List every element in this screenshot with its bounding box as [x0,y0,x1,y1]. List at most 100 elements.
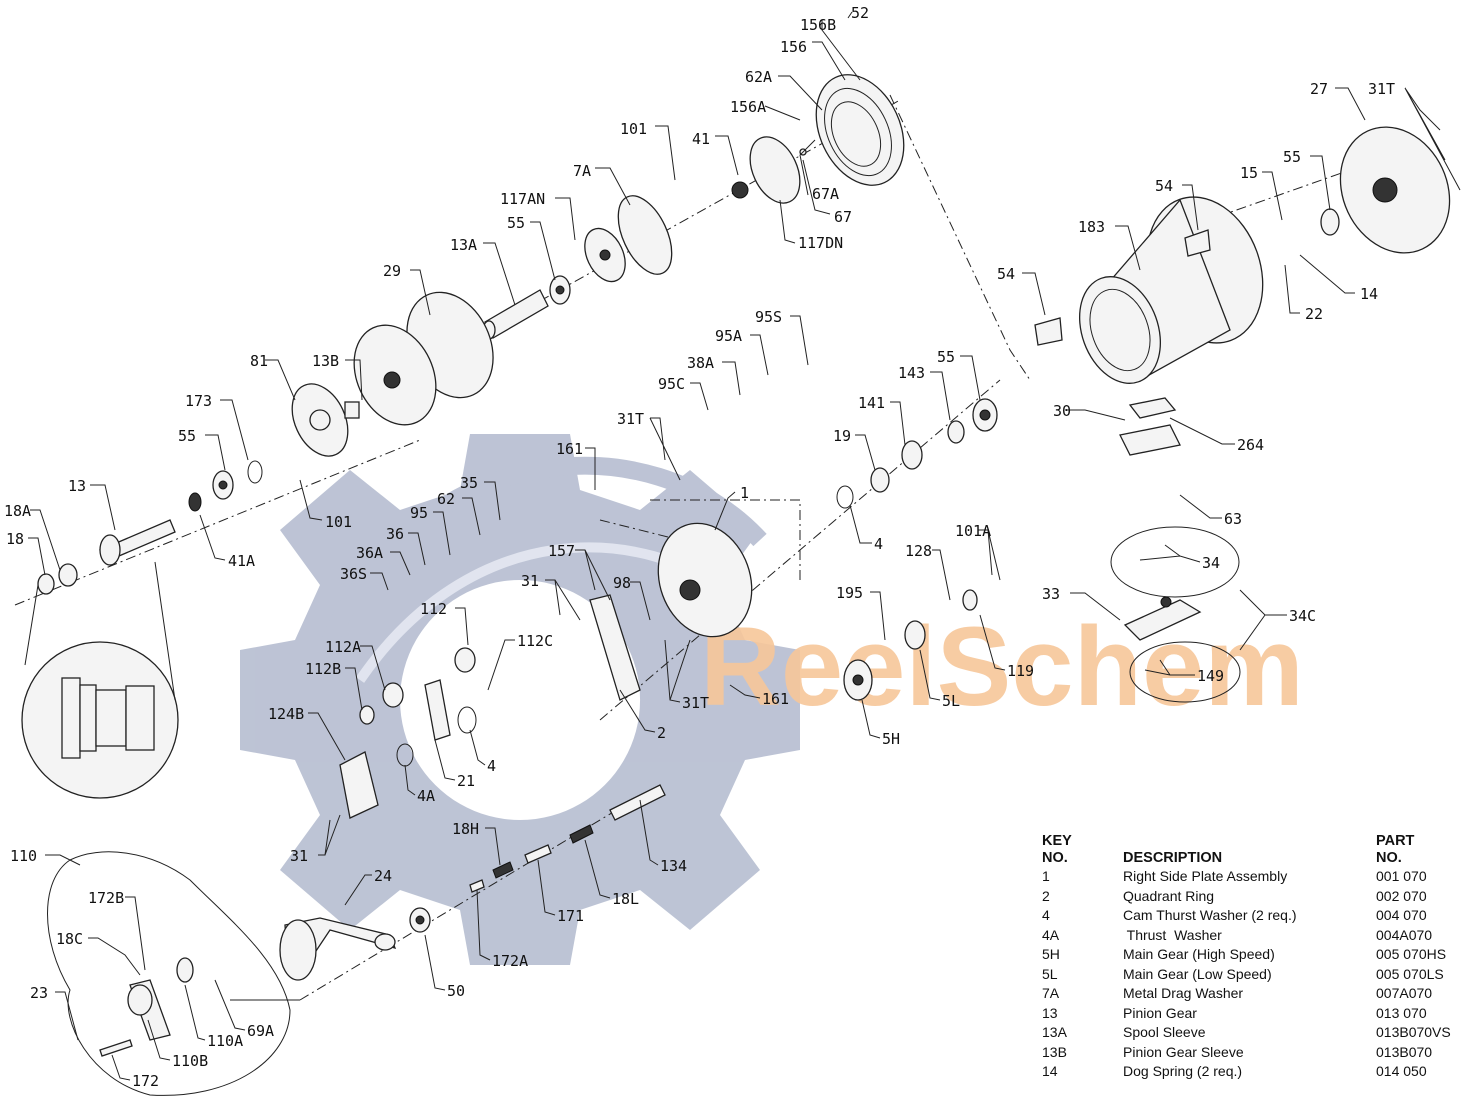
callout-label: 13 [68,477,86,495]
callout-label: 35 [460,474,478,492]
key-cell: 4 [1042,907,1050,923]
table-row: 13B Pinion Gear Sleeve 013B070 [1042,1043,1479,1063]
callout-label: 22 [1305,305,1323,323]
part-cell: 013 070 [1376,1004,1427,1021]
callout-label: 18C [56,930,83,948]
callout-labels: 156B 52 156 62A 156A 101 41 7A 117AN 67A… [4,4,1395,1090]
callout-label: 112A [325,638,361,656]
callout-label: 55 [507,214,525,232]
callout-label: 67A [812,185,839,203]
table-row: 1 Right Side Plate Assembly 001 070 [1042,867,1479,887]
callout-label: 124B [268,705,304,723]
callout-label: 63 [1224,510,1242,528]
callout-label: 24 [374,867,392,885]
callout-label: 23 [30,984,48,1002]
callout-label: 54 [997,265,1015,283]
description-cell: Pinion Gear Sleeve [1123,1043,1244,1060]
description-cell: Main Gear (High Speed) [1123,946,1275,962]
callout-label: 101 [325,513,352,531]
callout-label: 4 [874,535,883,553]
callout-label: 112B [305,660,341,678]
callout-label: 18H [452,820,479,838]
part-cell: 001 070 [1376,868,1427,884]
callout-label: 112C [517,632,553,650]
description-cell: Metal Drag Washer [1123,985,1244,1001]
key-cell: 13 [1042,1004,1058,1021]
callout-label: 18A [4,502,31,520]
callout-label: 34C [1289,607,1316,625]
part-cell: 005 070HS [1376,946,1447,962]
part-cell: 004 070 [1376,907,1427,923]
callout-label: 264 [1237,436,1264,454]
callout-label: 13A [450,236,477,254]
callout-label: 101 [620,120,647,138]
callout-label: 36S [340,565,367,583]
callout-label: 157 [548,542,575,560]
callout-label: 29 [383,262,401,280]
table-row: 13 Pinion Gear 013 070 [1042,1004,1479,1024]
callout-label: 101A [955,522,991,540]
callout-label: 36 [386,525,404,543]
key-cell: 2 [1042,887,1050,904]
callout-label: 117DN [798,234,843,252]
callout-label: 15 [1240,164,1258,182]
key-no-header: KEY NO. [1042,833,1072,866]
key-cell: 1 [1042,868,1050,884]
description-cell: Dog Spring (2 req.) [1123,1063,1243,1079]
callout-label: 31 [521,572,539,590]
callout-label: 52 [851,4,869,22]
callout-label: 41 [692,130,710,148]
key-cell: 13B [1042,1043,1067,1060]
callout-label: 98 [613,574,631,592]
part-cell: 013B070 [1376,1043,1433,1060]
callout-label: 31T [1368,80,1395,98]
callout-label: 161 [556,440,583,458]
callout-label: 19 [833,427,851,445]
callout-label: 143 [898,364,925,382]
callout-label: 183 [1078,218,1105,236]
callout-label: 156A [730,98,766,116]
description-cell: Right Side Plate Assembly [1123,868,1288,884]
callout-label: 195 [836,584,863,602]
callout-label: 55 [1283,148,1301,166]
callout-label: 1 [740,484,749,502]
callout-label: 110B [172,1052,208,1070]
callout-label: 2 [657,724,666,742]
callout-label: 31 [290,847,308,865]
callout-label: 5L [942,692,960,710]
callout-label: 41A [228,552,255,570]
callout-label: 117AN [500,190,545,208]
key-cell: 7A [1042,985,1060,1001]
callout-label: 62A [745,68,772,86]
callout-label: 69A [247,1022,274,1040]
callout-label: 95 [410,504,428,522]
callout-label: 33 [1042,585,1060,603]
callout-label: 55 [178,427,196,445]
callout-label: 95A [715,327,742,345]
callout-label: 156B [800,16,836,34]
description-cell: Thrust Washer [1123,926,1222,943]
callout-label: 18L [612,890,639,908]
part-no-header: PART NO. [1376,833,1415,866]
callout-label: 119 [1007,662,1034,680]
part-cell: 013B070VS [1376,1024,1451,1040]
callout-label: 54 [1155,177,1173,195]
callout-label: 141 [858,394,885,412]
callout-label: 36A [356,544,383,562]
description-cell: Spool Sleeve [1123,1024,1206,1040]
callout-label: 34 [1202,554,1220,572]
description-cell: Pinion Gear [1123,1004,1197,1021]
callout-label: 95S [755,308,782,326]
callout-label: 4 [487,757,496,775]
callout-label: 13B [312,352,339,370]
callout-label: 172B [88,889,124,907]
key-cell: 5L [1042,965,1058,982]
